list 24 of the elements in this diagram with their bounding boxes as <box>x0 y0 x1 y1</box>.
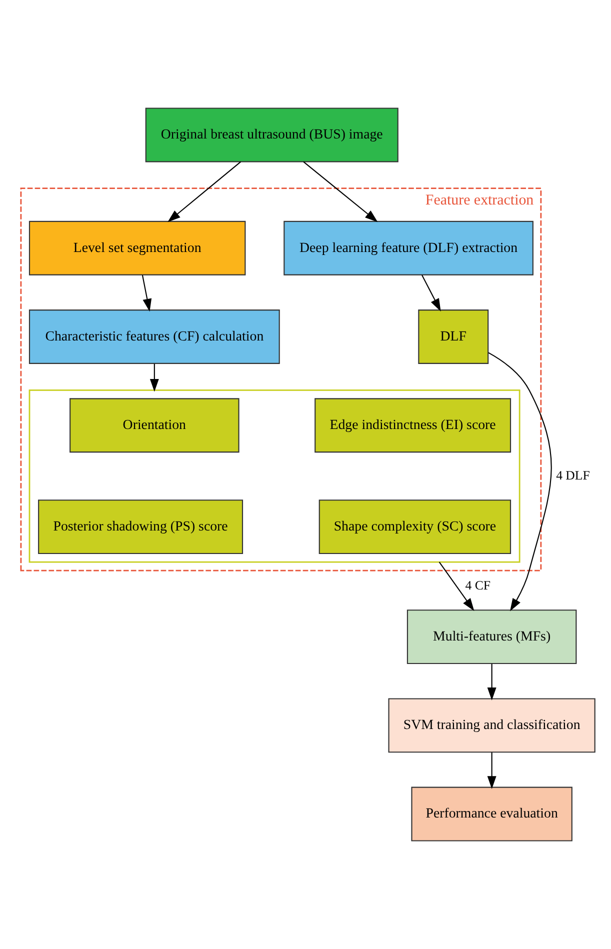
node-box: Performance evaluation <box>411 786 572 842</box>
arrow <box>422 274 441 312</box>
node-box: DLF <box>418 310 489 364</box>
node-box: Edge indistinctness (EI) score <box>314 398 512 453</box>
node-box: Characteristic features (CF) calculation <box>28 310 280 364</box>
node-box: Level set segmentation <box>28 220 246 276</box>
arrow <box>488 352 552 612</box>
node-box: Shape complexity (SC) score <box>318 500 512 554</box>
node-box: Posterior shadowing (PS) score <box>38 500 244 554</box>
node-box: Orientation <box>70 398 240 453</box>
node-box: Multi-features (MFs) <box>406 610 577 664</box>
arrow <box>142 275 152 312</box>
arrow <box>487 664 496 700</box>
arrow <box>150 364 159 392</box>
node-box: Deep learning feature (DLF) extraction <box>284 220 534 276</box>
edge-label: 4 DLF <box>556 468 590 482</box>
node-box: SVM training and classification <box>388 698 596 753</box>
node-box: Original breast ultrasound (BUS) image <box>145 108 398 162</box>
arrow <box>438 562 474 612</box>
edge-label: 4 CF <box>465 578 491 592</box>
cluster <box>28 389 520 563</box>
arrow <box>168 161 241 222</box>
arrow <box>303 161 378 222</box>
arrow <box>487 752 496 789</box>
